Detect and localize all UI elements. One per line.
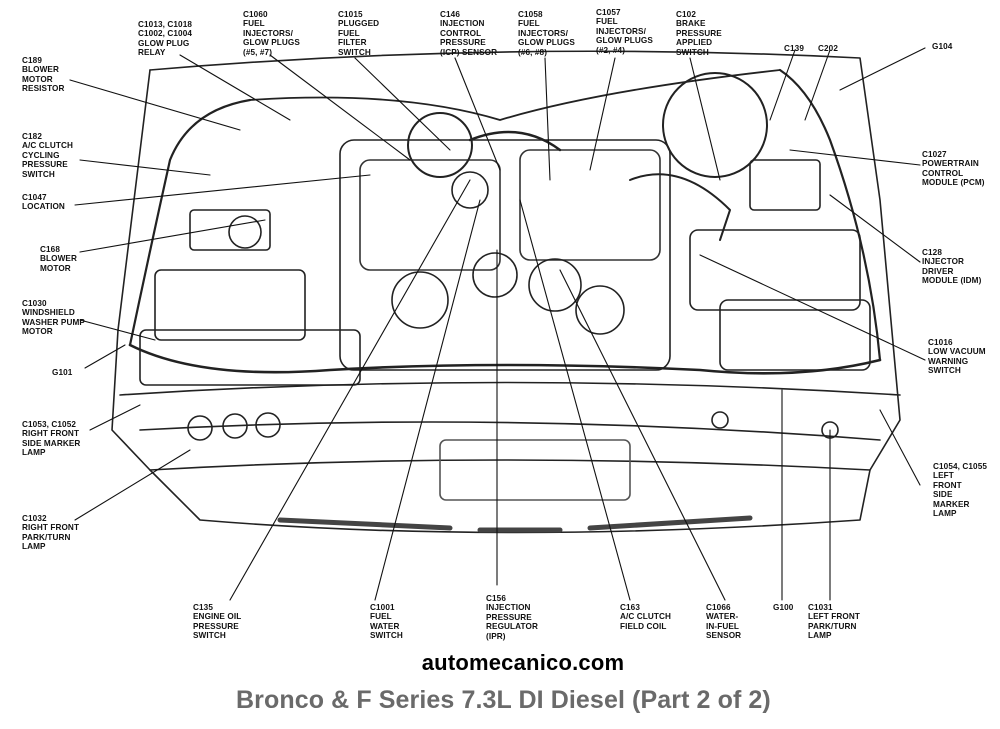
pulley-2 [472,252,518,298]
harness-right [778,68,882,362]
headlamp-r2 [222,413,248,439]
label-g100: G100 [773,603,794,612]
idm-module [689,229,861,311]
headlamp-r3 [255,412,281,438]
grille-slot-1 [277,517,453,531]
headlamp-r1 [187,415,213,441]
valve-cover-right [519,149,661,261]
pulley-1 [391,271,449,329]
label-c139: C139 [784,44,804,53]
harness-main [128,343,882,375]
grille-slot-3 [587,515,753,531]
label-c202: C202 [818,44,838,53]
reservoir [228,215,262,249]
intake-tube [468,130,562,152]
plate-area [439,439,631,501]
radiator-support [119,381,901,396]
turbo [407,112,473,178]
engine-block [339,139,671,371]
bumper-bottom [149,459,871,534]
left-fender [111,69,151,471]
pulley-4 [575,285,625,335]
harness-left [128,98,252,347]
site-watermark: automecanico.com [421,650,625,675]
leader-lines [69,47,926,601]
hood-outline [149,50,901,471]
air-intake-duct [629,173,731,241]
pulley-3 [528,258,582,312]
air-box [719,299,871,371]
fuse-box [189,209,271,251]
figure-caption: Bronco & F Series 7.3L DI Diesel (Part 2… [236,686,771,714]
pulley-5 [451,171,489,209]
harness-top [249,69,781,121]
battery [154,269,306,341]
valve-cover-left [359,159,501,271]
label-g101: G101 [52,368,73,377]
label-g104: G104 [932,42,953,51]
marker-right [711,411,729,429]
pcm-module [749,159,821,211]
bumper-top [139,421,881,441]
washer-tank [139,329,361,386]
brake-booster [662,72,768,178]
